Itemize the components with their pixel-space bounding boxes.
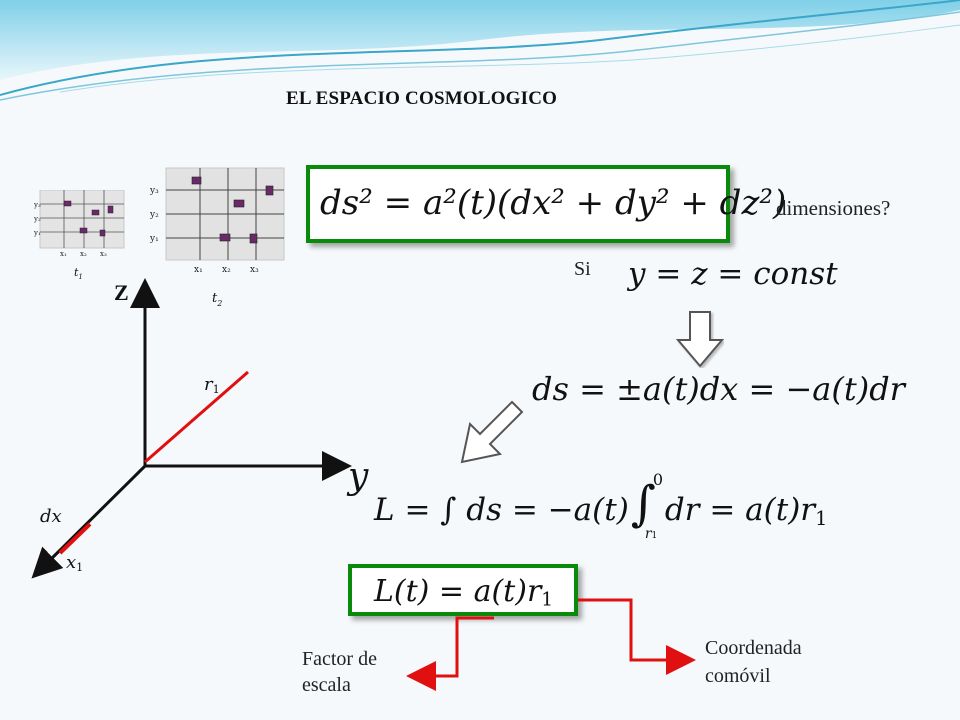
length-integral-equation: L = ∫ ds = −a(t) ∫ 0 r1 dr = a(t)r1 (374, 470, 828, 542)
grid-small-x-label: x₁ (60, 250, 67, 258)
integral-lower-limit: r1 (644, 526, 658, 542)
metric-equation: ds² = a²(t)(dx² + dy² + dz²) (320, 183, 787, 223)
down-arrow-icon (676, 311, 724, 368)
si-label: Si (574, 258, 591, 280)
axis-y-label: y (348, 456, 369, 497)
ds-equation: ds = ±a(t)dx = −a(t)dr (532, 370, 905, 408)
grid-small-y-label: y₂ (34, 215, 41, 223)
grid-small-time-label: t1 (74, 266, 83, 280)
diagonal-arrow-icon (460, 400, 524, 464)
integral-upper-limit: 0 (652, 470, 663, 489)
length-integral-right: dr = a(t)r (664, 492, 816, 528)
comoving-grid-small: y₃ y₂ y₁ x₁ x₂ x₃ t1 (34, 190, 125, 280)
grid-large-y-label: y₁ (149, 234, 159, 244)
grid-large-x-label: x₃ (250, 265, 259, 275)
comoving-grid-large: y₃ y₂ y₁ x₁ x₂ x₃ t2 (149, 167, 285, 308)
grid-small-y-label: y₃ (34, 201, 41, 209)
x1-label: x1 (66, 552, 84, 574)
grid-large-x-label: x₂ (222, 265, 231, 275)
axis-z-label: Z (114, 280, 129, 305)
grid-large-y-label: y₂ (149, 210, 159, 220)
grid-small-y-label: y₁ (34, 229, 41, 237)
scale-factor-connector (406, 616, 494, 691)
grid-large-y-label: y₃ (149, 186, 159, 196)
dx-label: dx (40, 506, 62, 527)
length-result-box: L(t) = a(t)r1 (348, 564, 578, 616)
page-title: EL ESPACIO COSMOLOGICO (286, 88, 558, 109)
metric-equation-box: ds² = a²(t)(dx² + dy² + dz²) (306, 165, 786, 243)
grid-small-x-label: x₂ (80, 250, 87, 258)
length-integral-left: L = ∫ ds = −a(t) (374, 492, 629, 528)
x-axis (31, 464, 147, 579)
length-result-equation: L(t) = a(t)r1 (374, 574, 554, 611)
comoving-connector (578, 598, 696, 675)
header-wave-decoration (0, 0, 960, 101)
grid-large-x-label: x₁ (194, 265, 203, 275)
r1-label: r1 (204, 374, 220, 396)
r1-line (144, 370, 249, 464)
grid-large-time-label: t2 (212, 291, 222, 308)
constant-condition-equation: y = z = const (628, 256, 838, 292)
dimensions-question: dimensiones? (776, 196, 891, 220)
length-integral-subscript: 1 (815, 506, 828, 530)
grid-small-x-label: x₃ (100, 250, 107, 258)
dx-segment (58, 522, 92, 555)
